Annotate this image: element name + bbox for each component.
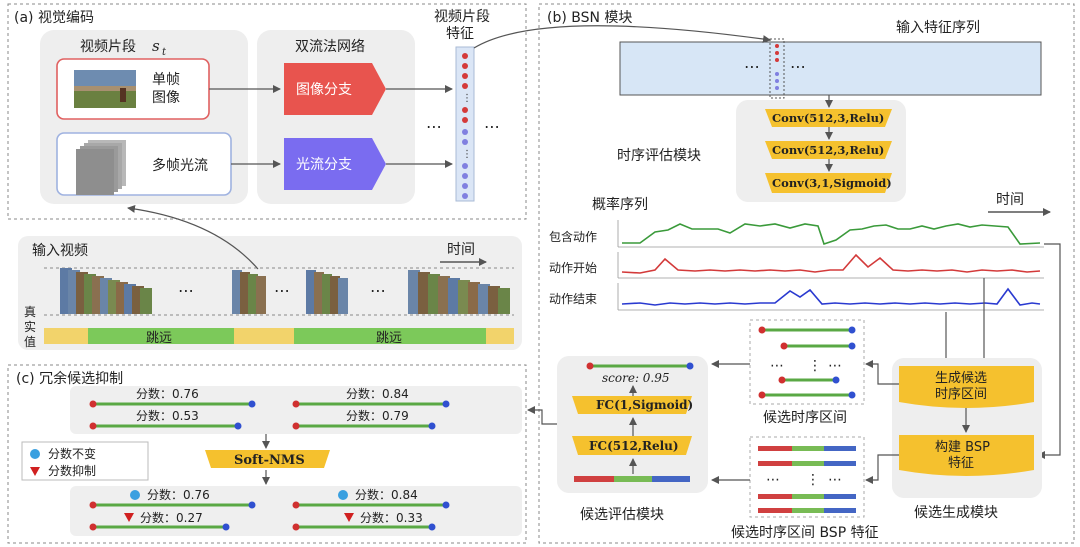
video-frames-2 <box>232 270 266 314</box>
flow-branch-label: 光流分支 <box>296 157 352 173</box>
score-label: score: 0.95 <box>602 371 670 385</box>
prob-time-label: 时间 <box>996 192 1024 208</box>
panel-visual-encoding: (a) 视觉编码 视频片段 s t 单帧 图像 多帧光流 双流法网络 图像分支 … <box>7 3 527 220</box>
svg-text:⋯: ⋯ <box>828 358 842 374</box>
svg-text:⋮: ⋮ <box>462 149 472 160</box>
legend-keep: 分数不变 <box>48 446 96 461</box>
proposal-gen-2: 时序区间 <box>935 387 987 402</box>
single-frame-label-2: 图像 <box>152 90 180 106</box>
truth-label-2: 实 <box>24 319 36 334</box>
fc-layer-1: FC(1,Sigmoid) <box>596 398 693 412</box>
keep-icon-2 <box>338 490 348 500</box>
svg-text:⋯: ⋯ <box>766 472 780 488</box>
build-bsp-2: 特征 <box>948 456 974 471</box>
suppress-icon-1 <box>124 513 134 522</box>
soft-nms-label: Soft-NMS <box>234 453 305 468</box>
score-after-3: 分数：0.27 <box>140 510 203 525</box>
clip-symbol: s <box>152 37 160 55</box>
single-frame-label-1: 单帧 <box>152 72 180 88</box>
conv-layer-2: Conv(512,3,Relu) <box>772 143 884 157</box>
truth-segment-1 <box>88 328 234 344</box>
prob-axes <box>617 220 1044 311</box>
feature-title-1: 视频片段 <box>434 9 490 25</box>
fc-layer-2: FC(512,Relu) <box>589 439 679 453</box>
conv-layer-1: Conv(512,3,Relu) <box>772 111 884 125</box>
score-after-2: 分数：0.84 <box>355 487 418 502</box>
input-video-title: 输入视频 <box>32 243 88 259</box>
feature-dots: ⋮ ⋮ <box>462 53 472 199</box>
score-before-3: 分数：0.53 <box>136 408 199 423</box>
multi-flow-label: 多帧光流 <box>152 157 208 174</box>
score-before-1: 分数：0.76 <box>136 386 199 401</box>
truth-segment-2 <box>294 328 486 344</box>
svg-text:⋮: ⋮ <box>806 472 820 488</box>
score-before-2: 分数：0.84 <box>346 386 409 401</box>
panel-a-title: (a) 视觉编码 <box>14 10 94 26</box>
panel-bsn: (b) BSN 模块 输入特征序列 ⋯ ⋯ 时序评估模块 Conv(512,3,… <box>473 3 1075 544</box>
legend-suppress-icon <box>30 467 40 476</box>
curve-label-3: 动作结束 <box>549 292 597 306</box>
feature-ellipsis-left: ⋯ <box>426 117 442 136</box>
eval-module-label: 候选评估模块 <box>580 507 664 523</box>
legend-keep-icon <box>30 449 40 459</box>
truth-segment-label-2: 跳远 <box>376 331 402 346</box>
seq-ellipsis-right: ⋯ <box>790 57 806 76</box>
candidate-bsp-label: 候选时序区间 BSP 特征 <box>731 525 879 541</box>
input-video-time: 时间 <box>447 242 475 258</box>
feature-ellipsis-right: ⋯ <box>484 117 500 136</box>
candidate-intervals-label: 候选时序区间 <box>763 410 847 426</box>
temporal-eval-label: 时序评估模块 <box>617 148 701 164</box>
truth-label-3: 值 <box>24 334 36 349</box>
optical-flow-stack <box>76 140 126 195</box>
truth-segment-label-1: 跳远 <box>146 331 172 346</box>
suppress-icon-2 <box>344 513 354 522</box>
feature-seq-label: 输入特征序列 <box>896 20 980 36</box>
proposal-gen-1: 生成候选 <box>935 371 987 386</box>
prob-seq-label: 概率序列 <box>592 196 648 213</box>
curve-label-2: 动作开始 <box>549 261 597 275</box>
score-after-1: 分数：0.76 <box>147 487 210 502</box>
curve-action <box>622 223 1041 246</box>
svg-text:⋮: ⋮ <box>462 93 472 104</box>
score-before-4: 分数：0.79 <box>346 408 409 423</box>
panel-c-title: (c) 冗余候选抑制 <box>16 370 123 387</box>
feature-title-2: 特征 <box>446 26 474 42</box>
clip-label: 视频片段 <box>80 39 136 55</box>
conv-layer-3: Conv(3,1,Sigmoid) <box>772 176 892 190</box>
video-frames-4 <box>408 270 510 314</box>
video-ellipsis-1: ⋯ <box>178 281 194 300</box>
score-after-4: 分数：0.33 <box>360 510 423 525</box>
proposal-gen-module-label: 候选生成模块 <box>914 505 998 521</box>
video-frames-3 <box>306 270 348 314</box>
svg-text:⋯: ⋯ <box>770 358 784 374</box>
single-frame-image <box>74 70 136 108</box>
curve-label-1: 包含动作 <box>549 229 597 244</box>
truth-label-1: 真 <box>24 305 36 319</box>
build-bsp-1: 构建 BSP <box>935 440 990 455</box>
input-video-panel: 输入视频 时间 ⋯ ⋯ <box>18 204 522 350</box>
svg-text:⋯: ⋯ <box>828 472 842 488</box>
svg-text:⋮: ⋮ <box>808 358 822 374</box>
video-ellipsis-3: ⋯ <box>370 281 386 300</box>
curve-end <box>621 287 1041 306</box>
seq-feature-dots <box>775 44 779 90</box>
candidate-interval-lines: ⋯ ⋮ ⋯ <box>758 326 856 399</box>
panel-redundancy-suppression: (c) 冗余候选抑制 分数：0.76 分数：0.84 分数：0.53 分数：0.… <box>7 364 527 544</box>
video-frames-1 <box>60 268 152 314</box>
image-branch-label: 图像分支 <box>296 82 352 98</box>
legend-suppress: 分数抑制 <box>48 463 96 478</box>
clip-symbol-sub: t <box>162 47 167 58</box>
candidate-bsp-bars: ⋯ ⋮ ⋯ <box>758 446 856 513</box>
seq-ellipsis-left: ⋯ <box>744 57 760 76</box>
two-stream-title: 双流法网络 <box>295 39 365 55</box>
keep-icon-1 <box>130 490 140 500</box>
video-ellipsis-2: ⋯ <box>274 281 290 300</box>
panel-b-title: (b) BSN 模块 <box>547 10 632 26</box>
curve-start <box>621 253 1041 274</box>
